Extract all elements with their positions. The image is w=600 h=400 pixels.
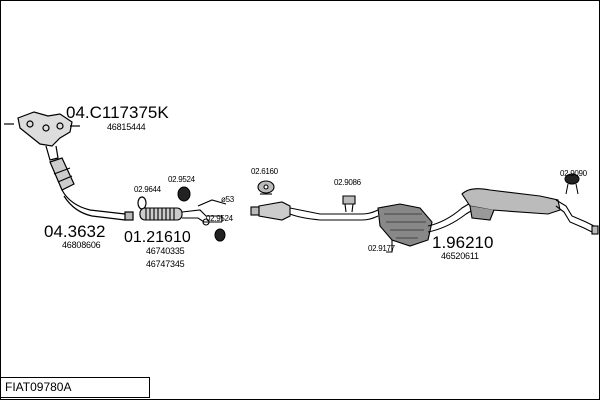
oem-number-manifold: 46815444 [107,122,146,132]
part-code-rear-hanger[interactable]: 02.9090 [560,169,587,178]
part-code-manifold[interactable]: 04.C117375K [66,103,169,122]
flex-pipe[interactable] [139,199,227,226]
rear-silencer[interactable] [461,188,599,235]
center-silencer[interactable] [377,201,477,253]
part-code-silencer[interactable]: 1.96210 [432,233,494,252]
part-code-clamp-upper[interactable]: 02.9524 [168,175,195,184]
middle-pipe[interactable] [250,201,379,221]
hanger-mid[interactable] [342,195,356,213]
diagram-title: FIAT09780A [0,377,150,398]
clamp-lower[interactable] [214,228,226,242]
rear-hanger[interactable] [564,173,580,195]
part-code-bracket[interactable]: 02.9177 [368,244,395,253]
part-code-hanger[interactable]: 02.6160 [251,167,278,176]
gasket-ring[interactable] [137,196,147,210]
part-code-front-pipe[interactable]: 04.3632 [44,222,106,241]
part-code-flex-pipe[interactable]: 01.21610 [124,229,191,246]
oem-number-silencer: 46520611 [441,251,479,261]
catalytic-converter[interactable] [49,157,134,221]
part-code-gasket[interactable]: 02.9644 [134,185,161,194]
clamp-upper[interactable] [177,186,191,202]
pipe-diameter-label: ø53 [221,195,234,204]
rubber-hanger[interactable] [257,180,275,195]
oem-number-flex-pipe-1: 46740335 [146,246,185,256]
exhaust-manifold[interactable] [4,111,80,161]
part-code-clamp-lower[interactable]: 02.9524 [206,214,233,223]
part-code-hanger-mid[interactable]: 02.9086 [334,178,361,187]
oem-number-front-pipe: 46808606 [62,240,101,250]
oem-number-flex-pipe-2: 46747345 [146,259,185,269]
